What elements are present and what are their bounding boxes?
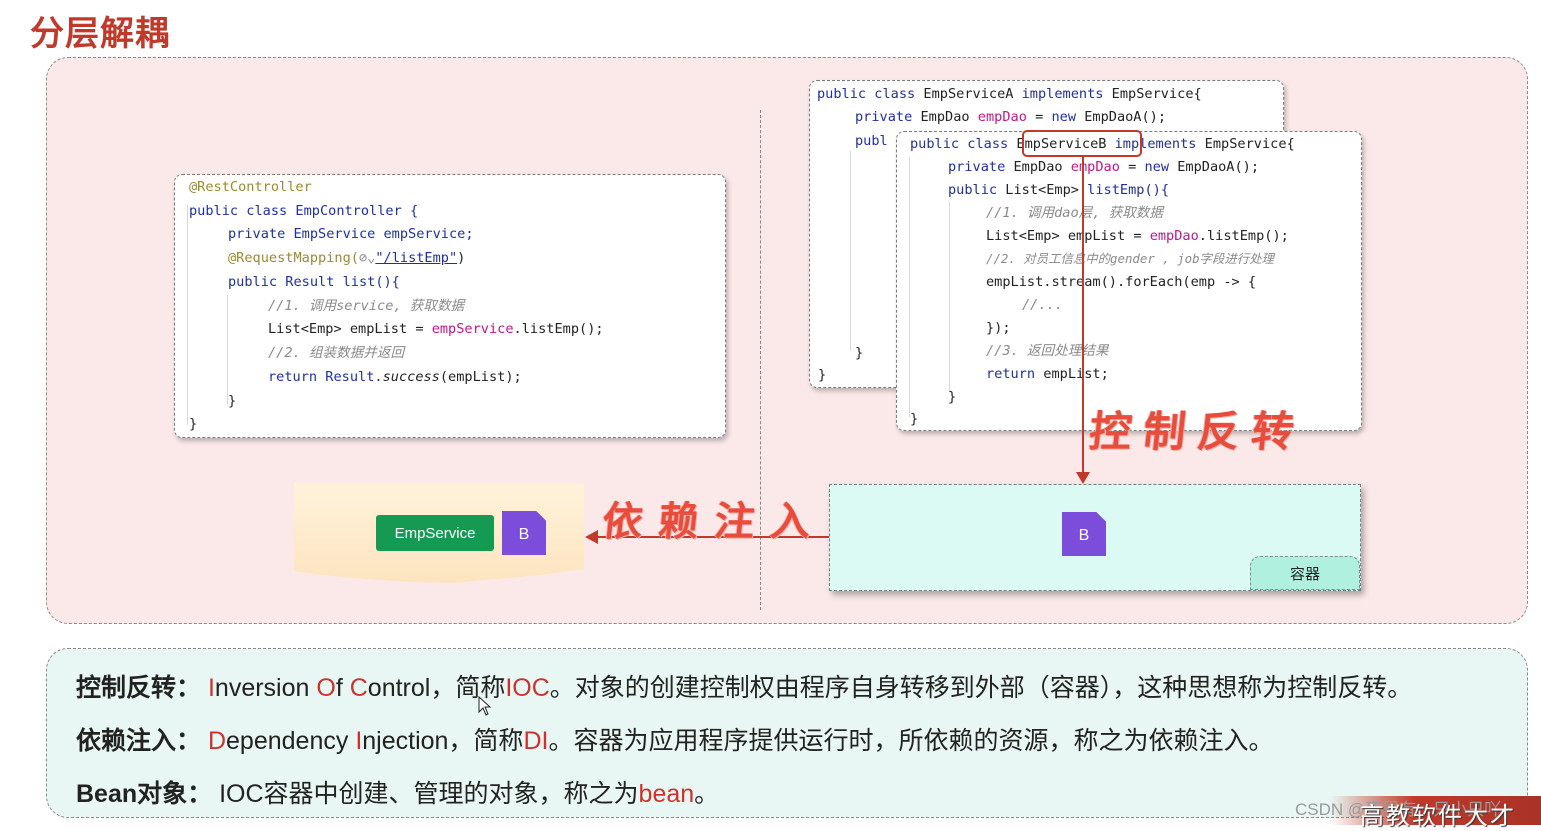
classname-highlight-box — [1022, 130, 1142, 157]
code-line: }); — [986, 320, 1011, 336]
code-comment: //1. 调用service, 获取数据 — [268, 298, 465, 314]
layer-divider — [760, 110, 761, 610]
code-line: private EmpDao empDao = new EmpDaoA(); — [948, 159, 1260, 175]
code-line: private EmpDao empDao = new EmpDaoA(); — [855, 109, 1167, 125]
bean-icon: B — [502, 511, 546, 555]
code-line: } — [948, 389, 957, 405]
code-line: public List<Emp> listEmp(){ — [948, 182, 1169, 198]
di-definition: 依赖注入： Dependency Injection，简称DI。容器为应用程序提… — [76, 727, 1274, 755]
di-arrow-head — [585, 530, 598, 544]
ioc-arrow-head — [1076, 472, 1090, 484]
code-line: public Result list(){ — [228, 274, 400, 290]
code-line: empList.stream().forEach(emp -> { — [986, 274, 1257, 290]
code-line: public class EmpServiceB implements EmpS… — [910, 136, 1295, 152]
ioc-arrow-line — [1082, 157, 1084, 475]
code-line: public class EmpServiceA implements EmpS… — [817, 86, 1202, 102]
corner-banner — [1330, 796, 1541, 825]
mouse-cursor-icon — [478, 696, 492, 716]
code-comment: //2. 对员工信息中的gender , job字段进行处理 — [986, 251, 1274, 266]
code-line: @RequestMapping(⊘⌄"/listEmp") — [228, 250, 466, 266]
bean-definition: Bean对象： IOC容器中创建、管理的对象，称之为bean。 — [76, 780, 720, 808]
code-comment: //1. 调用dao层, 获取数据 — [986, 205, 1163, 221]
ioc-definition: 控制反转： Inversion Of Control，简称IOC。对象的创建控制… — [76, 674, 1413, 702]
code-line: List<Emp> empList = empDao.listEmp(); — [986, 228, 1289, 244]
code-line: return empList; — [986, 366, 1109, 382]
code-comment: //3. 返回处理结果 — [986, 343, 1109, 359]
code-line: private EmpService empService; — [228, 226, 474, 242]
code-line: @RestController — [189, 179, 312, 195]
code-line: } — [189, 416, 198, 432]
code-line: return Result.success(empList); — [268, 369, 522, 385]
definitions-panel — [46, 648, 1528, 818]
controller-code-block: @RestController public class EmpControll… — [174, 174, 726, 438]
code-line: } — [855, 345, 864, 361]
csdn-watermark: CSDN @离里有一只小只吖 — [1295, 800, 1502, 819]
emp-service-field: EmpService — [376, 515, 494, 551]
di-handwritten-label: 依赖注入 — [600, 498, 830, 545]
code-line: } — [228, 393, 237, 409]
bean-icon: B — [1062, 512, 1106, 556]
code-line: List<Emp> empList = empService.listEmp()… — [268, 321, 604, 337]
code-line: public class EmpController { — [189, 203, 419, 219]
service-b-code-block: public class EmpServiceB implements EmpS… — [896, 131, 1362, 431]
code-comment: //2. 组装数据并返回 — [268, 345, 405, 361]
page-title: 分层解耦 — [30, 14, 170, 54]
corner-banner-text: 高教软件大才 — [1360, 802, 1516, 830]
di-arrow-line — [596, 536, 829, 538]
code-line: } — [910, 411, 919, 427]
ioc-handwritten-label: 控制反转 — [1087, 407, 1309, 456]
code-line: publ — [855, 133, 888, 149]
container-label: 容器 — [1250, 556, 1360, 590]
code-line: } — [818, 367, 827, 383]
code-comment: //... — [1022, 297, 1063, 313]
